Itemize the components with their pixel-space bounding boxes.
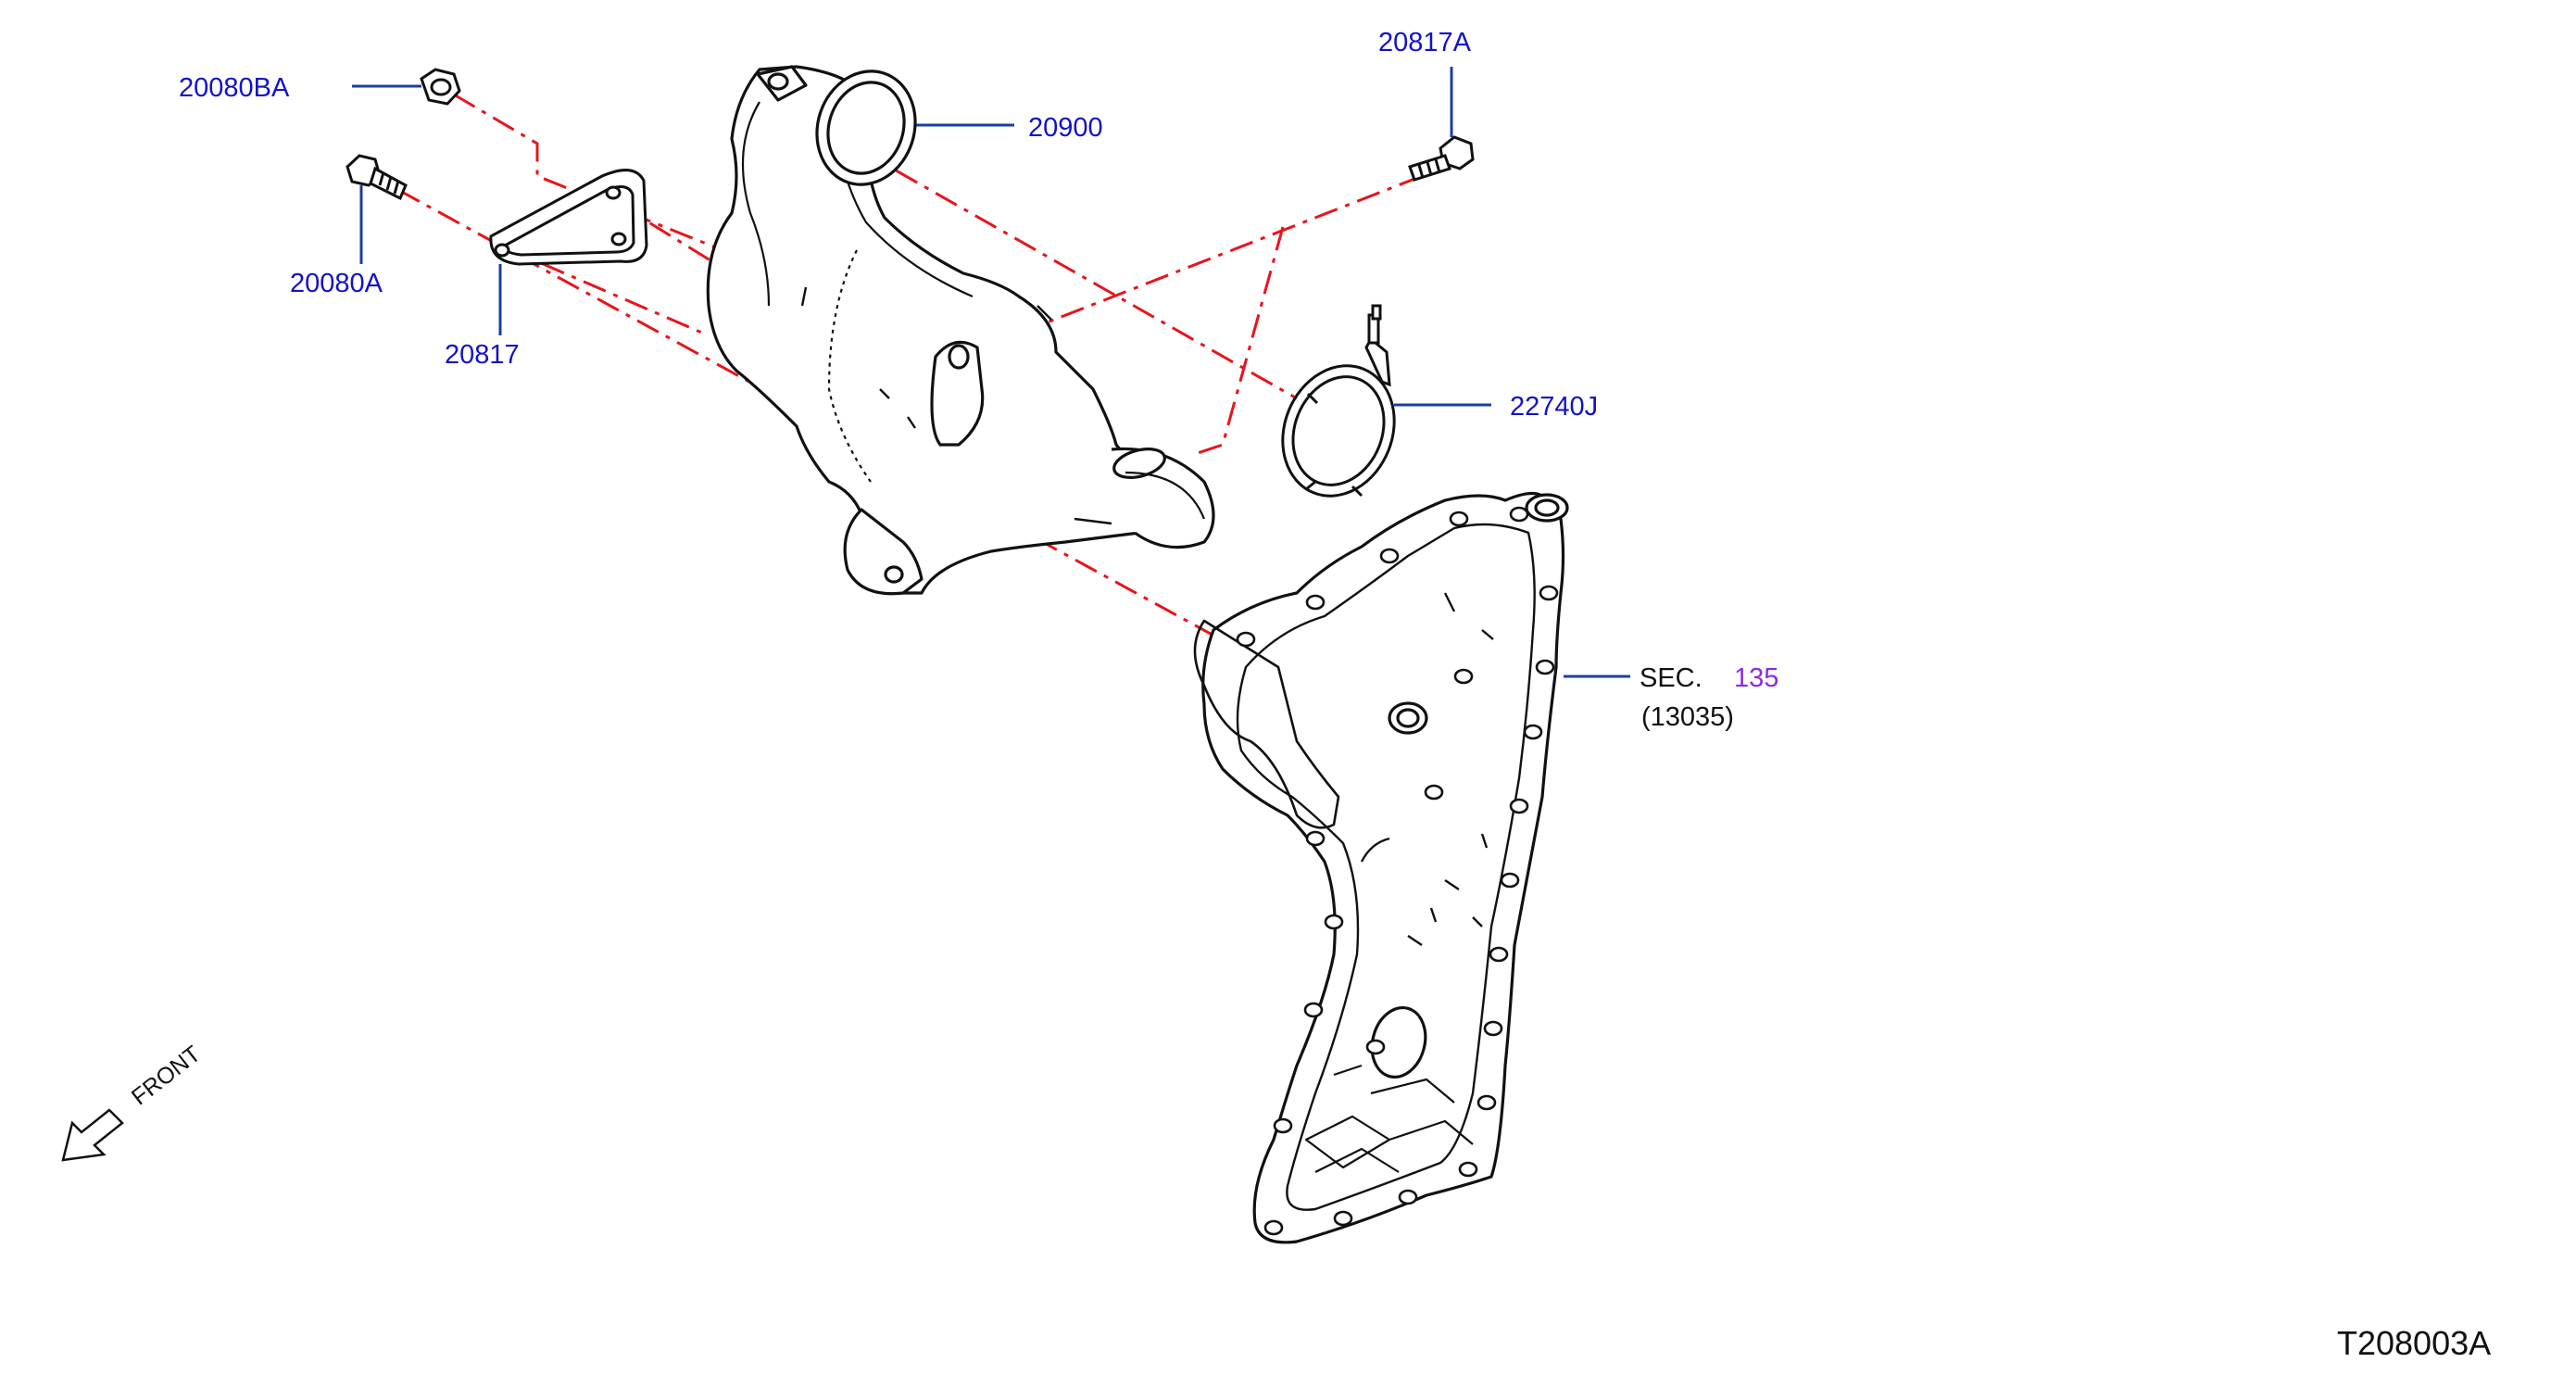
callout-20080A[interactable]: 20080A [290,269,383,298]
nut-20080BA-part[interactable] [420,68,461,106]
guide-outlet-loop [1194,226,1285,456]
front-cover-13035-part[interactable] [1193,491,1569,1244]
diagram-id: T208003A [2337,1324,2492,1362]
catalytic-converter-20900-part[interactable] [706,58,1215,596]
section-part-number: (13035) [1641,702,1734,732]
bracket-20817-part[interactable] [489,169,648,266]
bolt-20817A-part[interactable] [1408,135,1475,182]
bolt-20080A-part[interactable] [346,154,408,201]
front-arrow-icon [61,1108,124,1162]
callout-20080BA[interactable]: 20080BA [179,73,290,103]
leader-lines [352,67,1630,678]
guide-nut-to-catalyst [453,93,719,250]
callout-22740J[interactable]: 22740J [1510,392,1599,422]
guide-bolt-20817A [935,174,1423,368]
guide-catalyst-to-gasket [856,146,1298,400]
clamp-22740J-part[interactable] [1263,304,1413,512]
callout-20900[interactable]: 20900 [1028,113,1103,143]
section-number-link[interactable]: 135 [1734,663,1779,693]
callout-20817A[interactable]: 20817A [1378,28,1471,57]
callout-20817[interactable]: 20817 [445,340,520,370]
section-prefix[interactable]: SEC. [1640,663,1703,693]
